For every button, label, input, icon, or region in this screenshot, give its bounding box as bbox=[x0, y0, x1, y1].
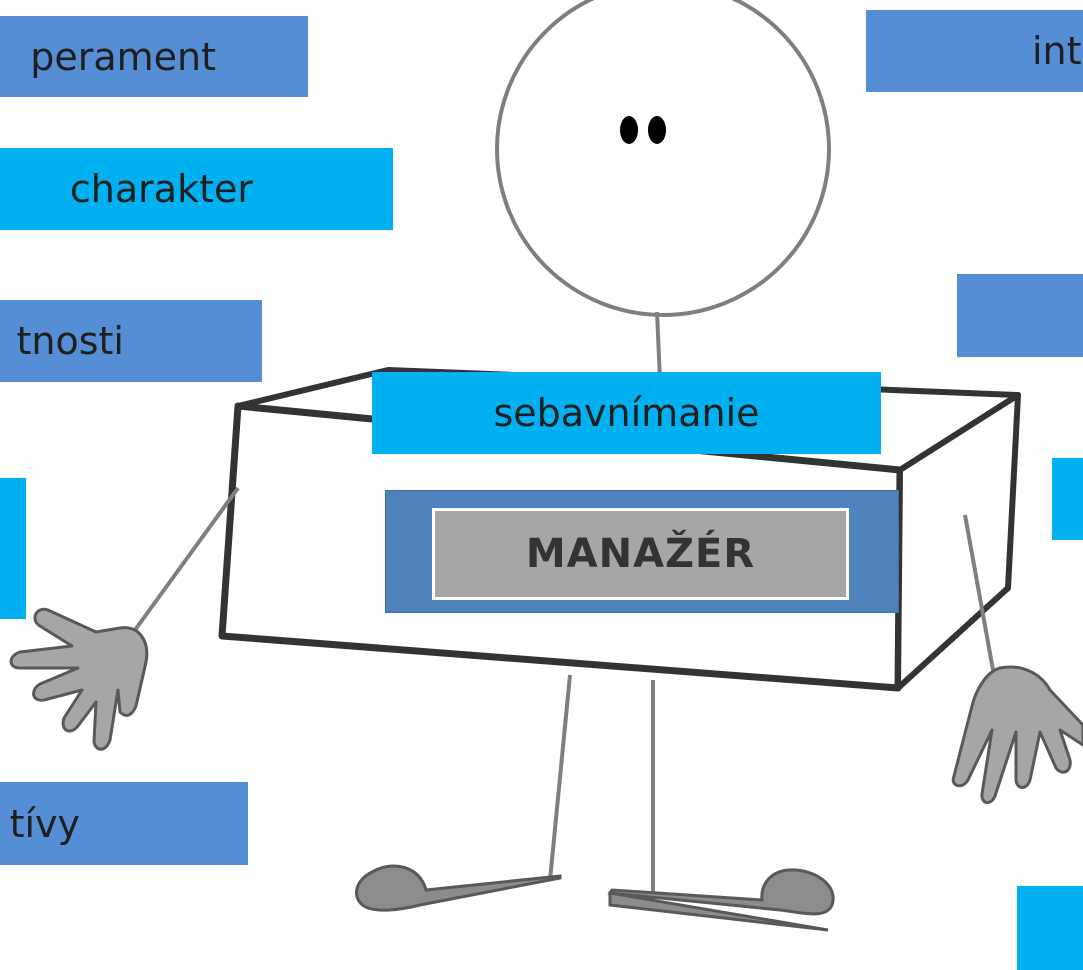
figure-left-hand bbox=[9, 607, 149, 751]
figure-head bbox=[495, 0, 831, 317]
figure-left-eye bbox=[620, 116, 638, 144]
label-left-unnamed bbox=[0, 478, 26, 619]
figure-right-arm bbox=[963, 514, 995, 671]
figure-right-hand bbox=[951, 665, 1083, 804]
label-temperament-text: perament bbox=[30, 34, 216, 79]
label-intelekt-text: int bbox=[1032, 29, 1082, 73]
label-schopnosti-text: tnosti bbox=[16, 319, 125, 363]
label-motivy: tívy bbox=[0, 782, 248, 865]
label-right-unnamed-1 bbox=[957, 274, 1083, 357]
manager-title-box: MANAŽÉR bbox=[432, 508, 849, 600]
label-sebavnimanie: sebavnímanie bbox=[372, 372, 881, 454]
label-right-unnamed-2 bbox=[1052, 458, 1083, 540]
label-motivy-text: tívy bbox=[9, 801, 80, 846]
label-charakter-text: charakter bbox=[69, 167, 253, 211]
box-side-face bbox=[895, 392, 1021, 691]
label-schopnosti: tnosti bbox=[0, 300, 262, 382]
label-sebavnimanie-text: sebavnímanie bbox=[493, 391, 760, 435]
label-right-unnamed-3 bbox=[1017, 886, 1083, 970]
figure-left-leg bbox=[548, 674, 572, 881]
figure-right-foot bbox=[607, 868, 835, 932]
label-charakter: charakter bbox=[0, 148, 393, 230]
figure-left-foot bbox=[355, 864, 562, 912]
manager-title: MANAŽÉR bbox=[525, 531, 756, 577]
figure-left-arm bbox=[133, 486, 240, 632]
label-temperament: perament bbox=[0, 16, 308, 97]
figure-neck bbox=[655, 311, 662, 381]
figure-right-eye bbox=[648, 116, 666, 144]
label-intelekt: int bbox=[866, 10, 1083, 92]
